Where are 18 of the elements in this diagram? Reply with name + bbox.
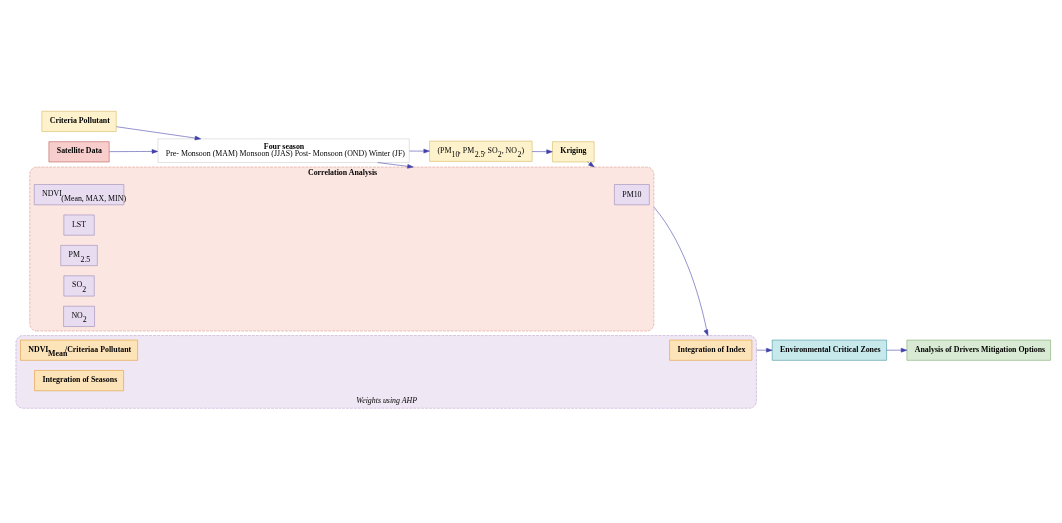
arrow: [531, 148, 553, 154]
arrow: [587, 161, 595, 167]
node-box: Analysis of Drivers Mitigation Options: [906, 339, 1051, 361]
arrow: [886, 347, 908, 352]
arrow: [377, 161, 414, 169]
node-box: LST: [63, 214, 95, 235]
node-box: Environmental Critical Zones: [771, 339, 887, 361]
node-box: Integration of Seasons: [34, 369, 124, 391]
node-box: Criteria Pollutant: [41, 110, 117, 132]
node-box: PM10: [614, 183, 650, 205]
arrow: [116, 125, 201, 140]
arrow: [756, 347, 773, 352]
arrow: [409, 148, 430, 153]
node-box: Integration of Index: [669, 339, 753, 361]
node-box: Satellite Data: [48, 140, 110, 162]
arrow: [109, 148, 158, 154]
arrow: [653, 206, 709, 336]
node-box: Four season Pre- Monsoon (MAM) Monsoon (JJAS) Post- Monsoon (OND) Winter (JF): [157, 138, 410, 163]
